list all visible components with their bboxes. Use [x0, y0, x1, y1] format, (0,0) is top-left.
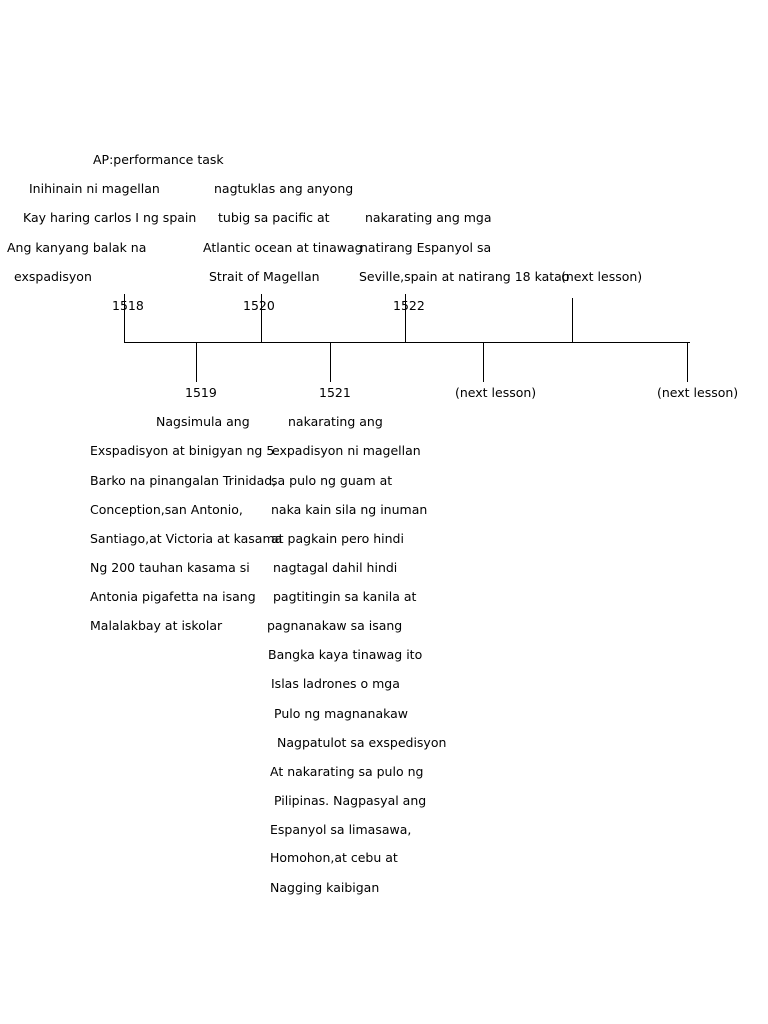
event-text: Strait of Magellan: [209, 269, 320, 284]
event-text: Kay haring carlos I ng spain: [23, 210, 197, 225]
event-text: At nakarating sa pulo ng: [270, 764, 424, 779]
event-text: Islas ladrones o mga: [271, 676, 400, 691]
event-text: Malalakbay at iskolar: [90, 618, 223, 633]
event-text: Exspadisyon at binigyan ng 5: [90, 443, 275, 458]
event-text: Seville,spain at natirang 18 katao: [359, 269, 570, 284]
tick-1520: [261, 294, 262, 343]
event-text: naka kain sila ng inuman: [271, 502, 428, 517]
timeline-axis: [124, 342, 690, 343]
event-next-below-1: (next lesson): [455, 385, 537, 400]
event-text: (next lesson): [561, 269, 643, 284]
event-text: tubig sa pacific at: [218, 210, 330, 225]
event-text: Pilipinas. Nagpasyal ang: [274, 793, 427, 808]
tick-next-below-1: [483, 342, 484, 382]
event-text: Antonia pigafetta na isang: [90, 589, 256, 604]
tick-1521: [330, 342, 331, 382]
event-text: Barko na pinangalan Trinidad,: [90, 473, 277, 488]
event-text: Conception,san Antonio,: [90, 502, 243, 517]
event-text: nagtagal dahil hindi: [273, 560, 398, 575]
event-text: Ng 200 tauhan kasama si: [90, 560, 250, 575]
event-text: pagtitingin sa kanila at: [273, 589, 417, 604]
event-text: Ang kanyang balak na: [7, 240, 147, 255]
event-year: 1522: [393, 298, 425, 313]
event-text: Santiago,at Victoria at kasama: [90, 531, 283, 546]
tick-next-below-2: [687, 342, 688, 382]
event-text: Nagpatulot sa exspedisyon: [277, 735, 447, 750]
event-text: Atlantic ocean at tinawag: [203, 240, 363, 255]
page-title: AP:performance task: [93, 152, 224, 167]
event-text: pagnanakaw sa isang: [267, 618, 403, 633]
tick-1518: [124, 294, 125, 343]
event-text: sa pulo ng guam at: [271, 473, 393, 488]
tick-1519: [196, 342, 197, 382]
event-text: Nagging kaibigan: [270, 880, 380, 895]
event-text: at pagkain pero hindi: [271, 531, 404, 546]
event-text: expadisyon ni magellan: [272, 443, 421, 458]
tick-1522: [405, 294, 406, 343]
event-year: 1519: [185, 385, 217, 400]
event-text: Pulo ng magnanakaw: [274, 706, 409, 721]
event-year: 1518: [112, 298, 144, 313]
event-year: 1520: [243, 298, 275, 313]
event-text: nakarating ang: [288, 414, 383, 429]
tick-next-above: [572, 298, 573, 343]
event-text: Espanyol sa limasawa,: [270, 822, 412, 837]
event-text: exspadisyon: [14, 269, 92, 284]
event-text: Bangka kaya tinawag ito: [268, 647, 423, 662]
event-year: 1521: [319, 385, 351, 400]
event-text: nagtuklas ang anyong: [214, 181, 354, 196]
event-text: Inihinain ni magellan: [29, 181, 160, 196]
event-text: natirang Espanyol sa: [360, 240, 492, 255]
event-text: Nagsimula ang: [156, 414, 250, 429]
event-text: nakarating ang mga: [365, 210, 492, 225]
event-next-below-2: (next lesson): [657, 385, 739, 400]
event-text: Homohon,at cebu at: [270, 850, 398, 865]
